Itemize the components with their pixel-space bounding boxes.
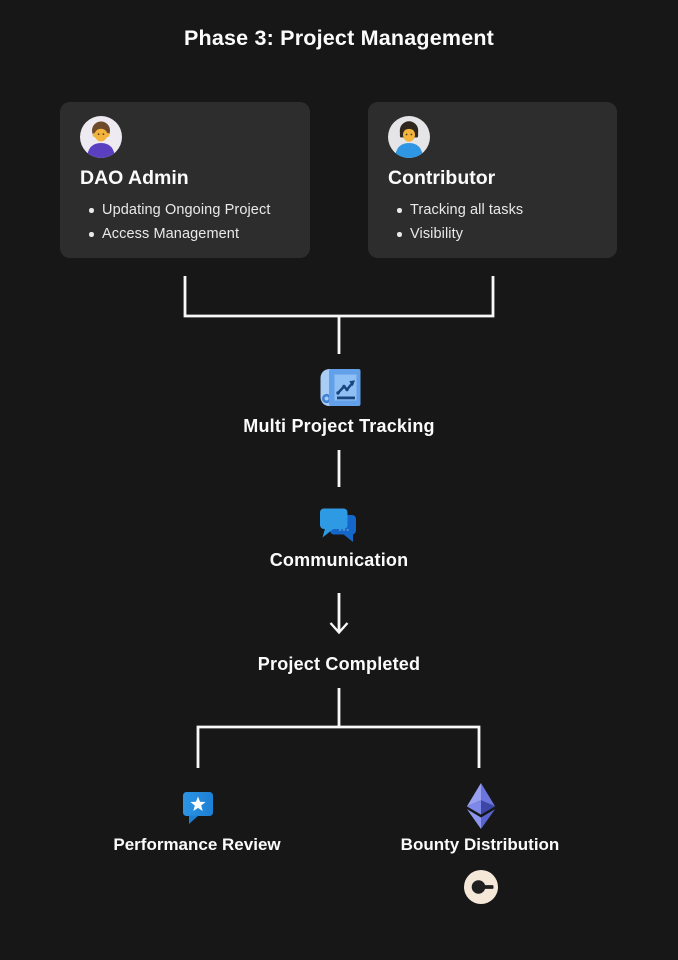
- card-bullet: Visibility: [388, 222, 597, 246]
- card-contributor: Contributor Tracking all tasks Visibilit…: [368, 102, 617, 258]
- ethereum-icon: [466, 783, 496, 834]
- card-bullet: Tracking all tasks: [388, 198, 597, 222]
- card-bullet-list: Tracking all tasks Visibility: [388, 198, 597, 246]
- card-bullet: Access Management: [80, 222, 290, 246]
- card-dao-admin: DAO Admin Updating Ongoing Project Acces…: [60, 102, 310, 258]
- card-bullet-list: Updating Ongoing Project Access Manageme…: [80, 198, 290, 246]
- multi-project-tracking-label: Multi Project Tracking: [243, 416, 435, 436]
- trend-scroll-icon: [318, 368, 362, 414]
- arrow-head: [329, 622, 349, 635]
- card-title: DAO Admin: [80, 167, 189, 189]
- split-bracket: [196, 725, 481, 768]
- project-completed-label: Project Completed: [257, 654, 421, 674]
- card-title: Contributor: [388, 167, 496, 189]
- star-bubble-icon: [182, 791, 214, 830]
- dao-admin-avatar: [80, 116, 122, 158]
- chat-bubbles-icon: [317, 506, 359, 551]
- page-title: Phase 3: Project Management: [183, 26, 495, 50]
- performance-review-label: Performance Review: [113, 835, 281, 854]
- coin-icon: [464, 870, 498, 909]
- communication-label: Communication: [269, 550, 409, 570]
- bounty-distribution-label: Bounty Distribution: [400, 835, 560, 854]
- card-bullet: Updating Ongoing Project: [80, 198, 290, 222]
- contributor-avatar: [388, 116, 430, 158]
- merge-bracket: [183, 276, 495, 318]
